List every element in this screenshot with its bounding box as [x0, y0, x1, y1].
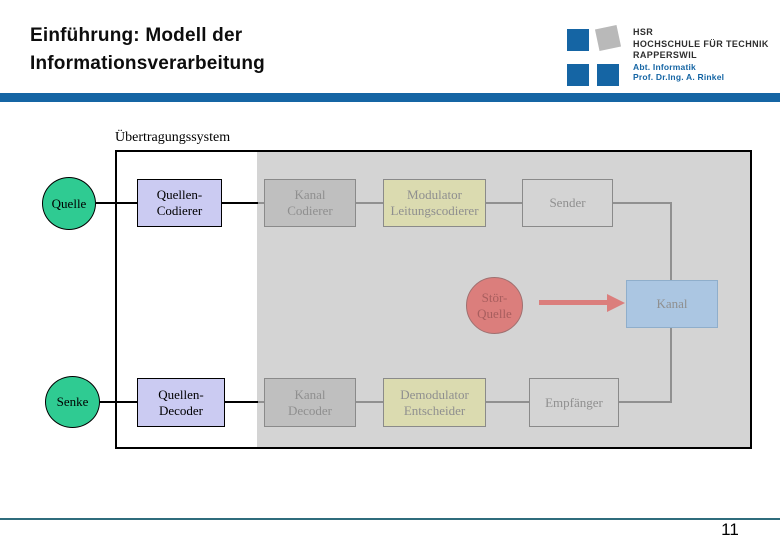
logo-department: Abt. Informatik: [633, 61, 696, 72]
logo-school-name: RAPPERSWIL: [633, 50, 698, 60]
connector-line: [258, 401, 265, 403]
node-label: Modulator: [407, 187, 462, 202]
transmission-system-frame: [115, 150, 752, 449]
connector-line: [222, 202, 258, 204]
node-sender: Sender: [522, 179, 613, 227]
node-label: Stör-: [481, 289, 508, 305]
node-label: Demodulator: [400, 386, 469, 402]
connector-line: [96, 202, 137, 204]
node-label: Quelle: [477, 305, 512, 321]
slide-title: Einführung: Modell der Informationsverar…: [30, 22, 265, 78]
node-empfaenger: Empfänger: [529, 378, 619, 427]
connector-line: [356, 401, 384, 403]
noise-arrow-head-icon: [607, 294, 625, 312]
node-label: Decoder: [287, 402, 333, 418]
node-modulator: Modulator Leitungscodierer: [383, 179, 486, 227]
node-label: Leitungscodierer: [390, 203, 479, 218]
slide-title-line-1: Einführung: Modell der: [30, 25, 243, 46]
logo-professor: Prof. Dr.Ing. A. Rinkel: [633, 72, 725, 82]
node-label: Kanal: [294, 386, 326, 402]
noise-arrow: [539, 300, 609, 305]
connector-line: [100, 401, 137, 403]
node-stoer-quelle: Stör- Quelle: [466, 277, 523, 334]
node-kanal-codierer: Kanal Codierer: [264, 179, 356, 227]
node-label: Kanal: [656, 296, 688, 311]
node-label: Quellen-: [158, 386, 204, 402]
logo-rotated-square-icon: [594, 24, 622, 52]
node-kanal: Kanal: [626, 280, 718, 328]
node-label: Sender: [549, 195, 586, 210]
header-divider: [0, 93, 780, 102]
connector-line: [486, 202, 523, 204]
node-quellen-decoder: Quellen- Decoder: [137, 378, 225, 427]
logo-school-name: HSR: [633, 27, 654, 37]
connector-line: [486, 401, 529, 403]
logo-text: HSR HOCHSCHULE FÜR TECHNIK RAPPERSWIL Ab…: [633, 27, 769, 83]
node-label: Empfänger: [545, 394, 603, 410]
slide-title-line-2: Informationsverarbeitung: [30, 53, 265, 74]
connector-line: [258, 202, 265, 204]
node-label: Quelle: [51, 195, 87, 211]
logo-square-icon: [567, 29, 589, 51]
node-label: Senke: [56, 394, 89, 409]
page-number: 11: [721, 520, 739, 539]
connector-line: [619, 401, 672, 403]
node-label: Codierer: [287, 203, 333, 218]
node-label: Kanal: [294, 187, 326, 202]
node-demodulator: Demodulator Entscheider: [383, 378, 486, 427]
footer-divider: [0, 518, 780, 520]
node-label: Codierer: [156, 203, 203, 218]
hsr-logo: HSR HOCHSCHULE FÜR TECHNIK RAPPERSWIL Ab…: [566, 24, 780, 92]
node-label: Decoder: [158, 402, 204, 418]
connector-line: [225, 401, 258, 403]
logo-square-icon: [597, 64, 619, 86]
logo-school-name: HOCHSCHULE FÜR TECHNIK: [633, 38, 769, 49]
node-kanal-decoder: Kanal Decoder: [264, 378, 356, 427]
connector-line: [613, 202, 672, 204]
connector-line: [356, 202, 384, 204]
logo-square-icon: [567, 64, 589, 86]
system-label: Übertragungssystem: [115, 130, 231, 145]
node-quelle: Quelle: [42, 177, 96, 230]
node-label: Quellen-: [156, 187, 203, 202]
node-label: Entscheider: [403, 402, 466, 418]
node-quellen-codierer: Quellen- Codierer: [137, 179, 222, 227]
node-senke: Senke: [45, 376, 100, 428]
